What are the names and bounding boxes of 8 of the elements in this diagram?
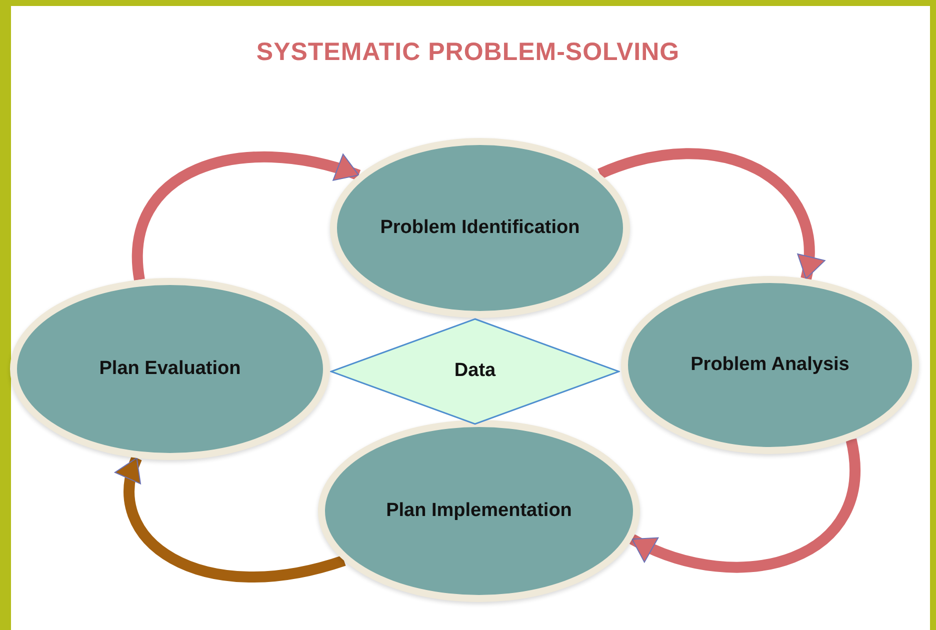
node-label: Plan Implementation [386, 500, 572, 522]
node-label: Plan Evaluation [99, 358, 241, 380]
title: SYSTEMATIC PROBLEM-SOLVING [255, 38, 681, 67]
curved-arrow [132, 152, 360, 280]
node-label: Data [454, 360, 496, 383]
node-label: Problem Analysis [690, 354, 850, 376]
node-label: Problem Identification [380, 216, 580, 240]
diamond-shape [330, 318, 620, 425]
